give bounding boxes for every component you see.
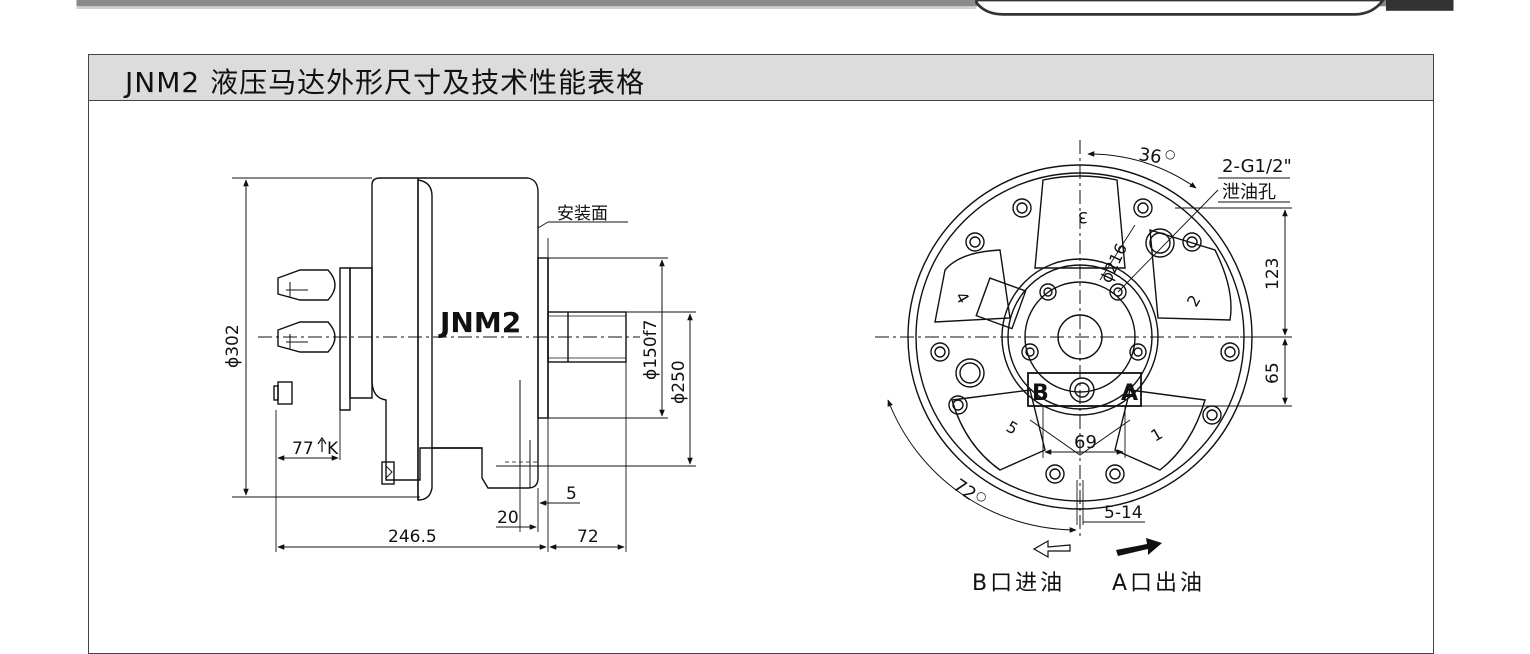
- dim-20: 20: [497, 508, 519, 528]
- drain-spec: 2-G1/2": [1222, 156, 1292, 177]
- degree-72-icon: ○: [976, 489, 986, 503]
- dim-dia-150f7: ϕ150f7: [641, 320, 661, 380]
- dia-216: ϕ216: [1096, 240, 1131, 285]
- dim-5: 5: [566, 484, 577, 504]
- legend-a-out: A口出油: [1112, 571, 1205, 596]
- dim-246-5: 246.5: [388, 527, 437, 547]
- legend-b-in: B口进油: [972, 571, 1065, 596]
- section-2: 2: [1183, 292, 1205, 310]
- model-label: JNM2: [438, 306, 521, 339]
- dim-dia-302: ϕ302: [223, 324, 243, 368]
- dim-k: K: [327, 439, 339, 459]
- dim-5-14: 5-14: [1104, 503, 1143, 523]
- k-arrow-icon: [317, 436, 327, 452]
- mount-face-label: 安装面: [557, 204, 608, 224]
- top-decor-bar: [76, 0, 1454, 16]
- drawing-canvas: JNM2 安装面 ϕ302 ϕ150f7 ϕ250 77 K 246.5 20 …: [223, 140, 1292, 596]
- a-out-arrow-icon: [1116, 538, 1162, 556]
- degree-36-icon: ○: [1165, 147, 1175, 161]
- port-a-label: A: [1121, 381, 1138, 406]
- hub-bolts: [1021, 283, 1147, 361]
- side-view-drawing: [232, 177, 696, 552]
- panel-header: JNM2 液压马达外形尺寸及技术性能表格: [89, 55, 1433, 101]
- dim-77: 77: [292, 439, 314, 459]
- dim-123: 123: [1263, 258, 1283, 290]
- dim-dia-250: ϕ250: [669, 360, 689, 404]
- spec-panel: JNM2 液压马达外形尺寸及技术性能表格: [88, 54, 1434, 654]
- drain-label: 泄油孔: [1222, 182, 1276, 203]
- angle-36: 36: [1137, 144, 1163, 168]
- section-3: 3: [1078, 208, 1088, 227]
- dim-69: 69: [1074, 432, 1097, 453]
- b-in-arrow-icon: [1032, 539, 1071, 559]
- section-4: 4: [952, 289, 974, 307]
- section-5: 5: [1003, 417, 1021, 439]
- front-view-drawing: [875, 140, 1292, 540]
- page-title: JNM2 液压马达外形尺寸及技术性能表格: [125, 66, 646, 99]
- section-1: 1: [1148, 424, 1166, 446]
- dim-65: 65: [1263, 362, 1283, 384]
- dim-72: 72: [577, 527, 599, 547]
- port-b-label: B: [1032, 381, 1049, 406]
